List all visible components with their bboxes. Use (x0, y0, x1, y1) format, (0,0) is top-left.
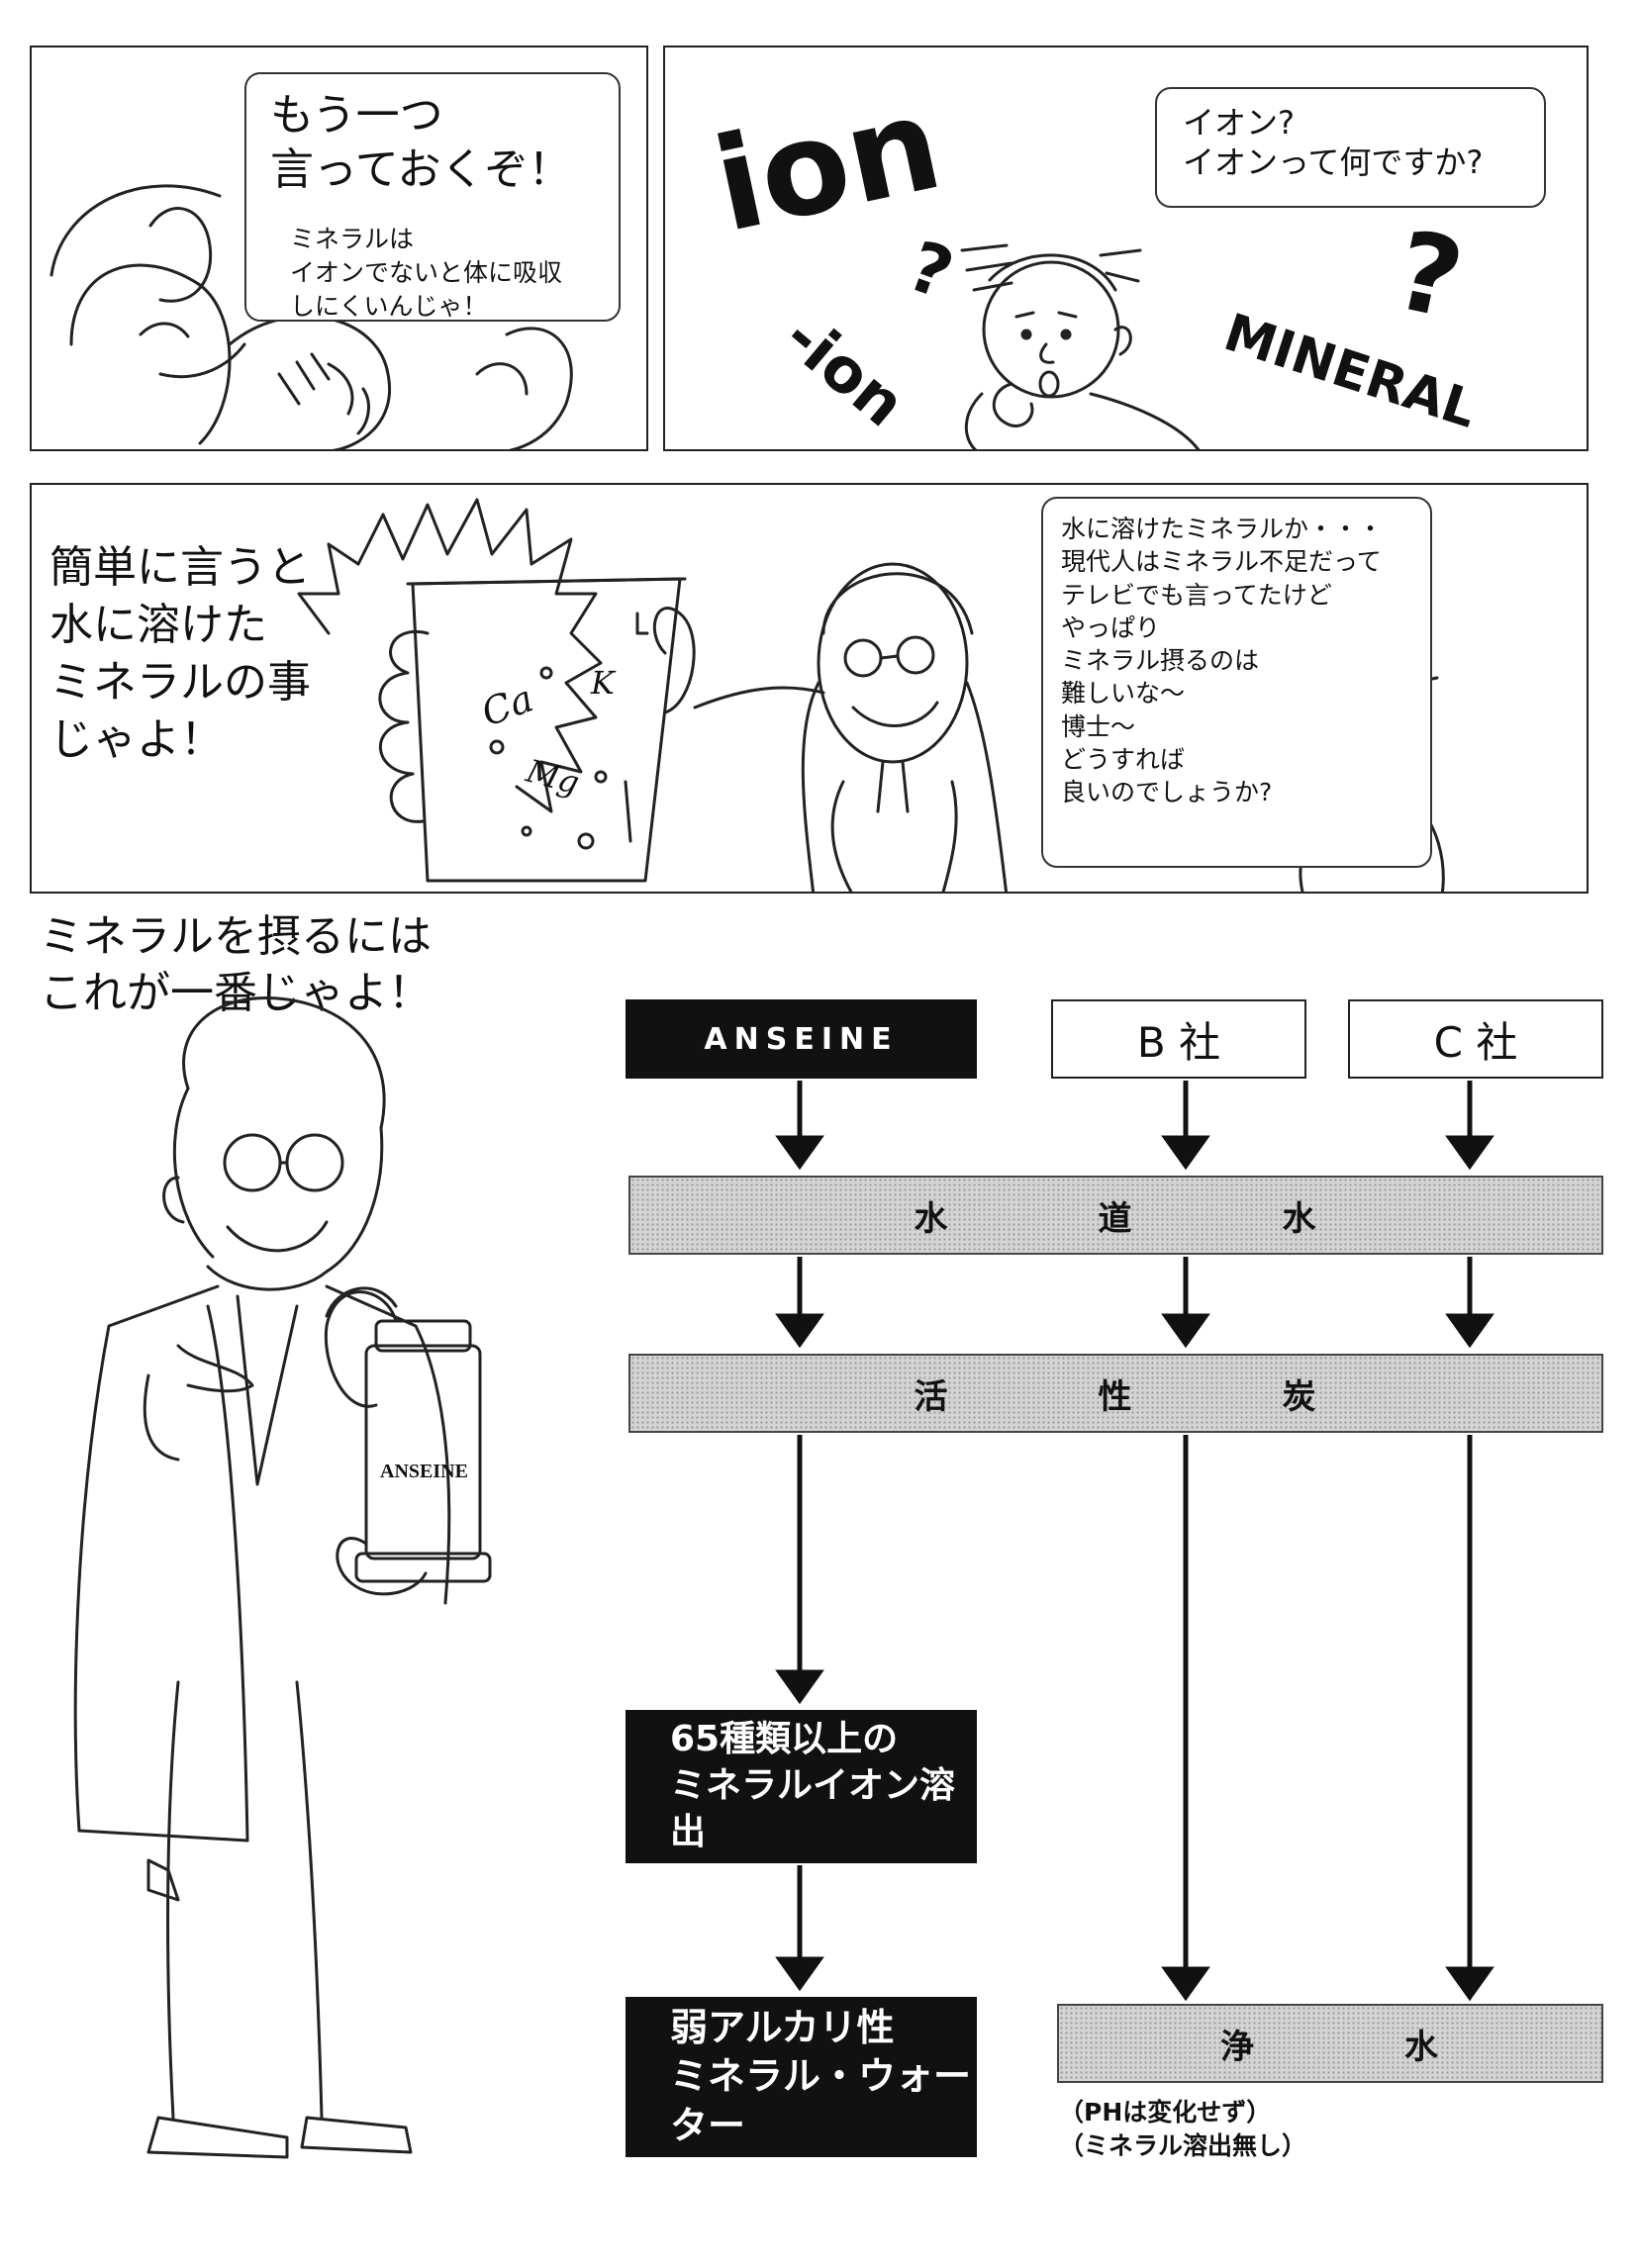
speech-text: イオン? イオンって何ですか? (1183, 104, 1484, 181)
doctor-full-body-sketch (73, 996, 492, 2159)
stage-activated-carbon: 活 性 炭 (628, 1354, 1603, 1433)
panel-2: ion ? -ion イオン? イオンって何ですか? ? MINERAL (663, 46, 1589, 451)
stage-tap-water: 水 道 水 (628, 1176, 1603, 1255)
speech-bubble: 水に溶けたミネラルか・・・ 現代人はミネラル不足だって テレビでも言ってたけど … (1041, 497, 1432, 868)
stage-purified-water-char: 浄 (1220, 2027, 1256, 2067)
stage-activated-carbon-char: 性 (1098, 1376, 1134, 1417)
stage-purified-water: 浄 水 (1057, 2004, 1603, 2083)
boy-speech: 水に溶けたミネラルか・・・ 現代人はミネラル不足だって テレビでも言ってたけど … (1061, 515, 1384, 806)
beaker-label-k: K (591, 664, 615, 702)
anseine-result: 弱アルカリ性 ミネラル・ウォーター (626, 1997, 977, 2157)
company-c: C 社 (1348, 999, 1603, 1079)
speech-bubble: イオン? イオンって何ですか? (1155, 87, 1546, 208)
company-b: B 社 (1051, 999, 1306, 1079)
boy-thinking-sketch (960, 243, 1201, 449)
company-b-label: B 社 (1136, 1017, 1221, 1067)
purified-water-note: （PHは変化せず） （ミネラル溶出無し） (1059, 2098, 1307, 2160)
stage-tap-water-char: 道 (1098, 1198, 1134, 1239)
stage-tap-water-char: 水 (914, 1198, 950, 1239)
company-anseine-label: ANSEINE (704, 1021, 899, 1057)
stage-tap-water-char: 水 (1282, 1198, 1318, 1239)
company-anseine: ANSEINE (626, 999, 977, 1079)
filter-label: ANSEINE (380, 1461, 468, 1482)
speech-title: もう一つ 言っておくぞ！ (270, 90, 572, 195)
panel-3: 簡単に言うと 水に溶けた ミネラルの事 じゃよ！ Ca K Mg 水に溶けたミネ… (30, 483, 1589, 894)
stage-purified-water-char: 水 (1404, 2027, 1440, 2067)
doctor-speech: 簡単に言うと 水に溶けた ミネラルの事 じゃよ！ (49, 542, 311, 766)
panel-1: もう一つ 言っておくぞ！ ミネラルは イオンでないと体に吸収 しにくいんじゃ！ (30, 46, 648, 451)
stage-activated-carbon-char: 炭 (1282, 1376, 1318, 1417)
company-c-label: C 社 (1433, 1017, 1518, 1067)
doctor-caption: ミネラルを摂るには これが一番じゃよ！ (40, 911, 432, 1019)
stage-activated-carbon-char: 活 (914, 1376, 950, 1417)
speech-bubble: もう一つ 言っておくぞ！ ミネラルは イオンでないと体に吸収 しにくいんじゃ！ (244, 72, 621, 322)
speech-body: ミネラルは イオンでないと体に吸収 しにくいんじゃ！ (290, 225, 563, 321)
anseine-mineral-ion-step: 65種類以上の ミネラルイオン溶出 (626, 1710, 977, 1863)
